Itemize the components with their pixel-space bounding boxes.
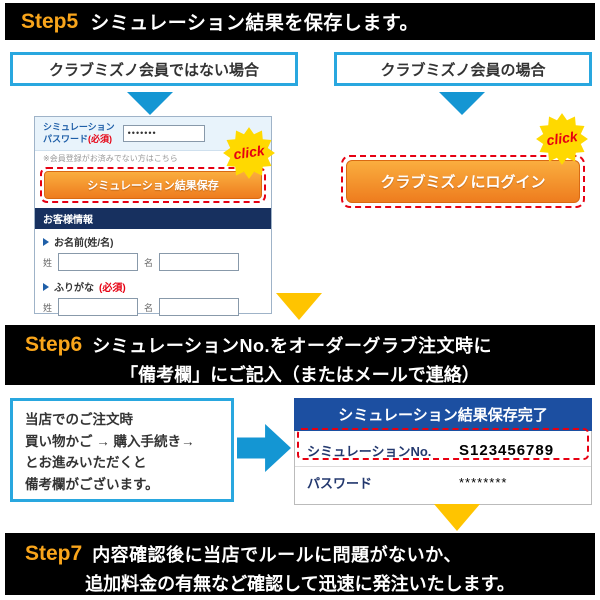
step7-title-line1: 内容確認後に当店でルールに問題がないか、 [92, 545, 462, 565]
click-burst-icon: click [222, 126, 276, 180]
click-burst-icon: click [535, 112, 589, 166]
simulation-no-label: シミュレーションNo. [307, 444, 432, 459]
chevron-right-icon [43, 282, 49, 291]
step7-title-line2: 追加料金の有無など確認して迅速に発注いたします。 [85, 574, 515, 594]
sei-label: 姓 [43, 257, 53, 268]
down-arrow-icon [127, 92, 173, 115]
furigana-required-mark: (必須) [99, 283, 126, 295]
order-instructions-box: 当店でのご注文時 買い物かご → 購入手続き→ とお進みいただくと 備考欄がござ… [10, 398, 234, 502]
password-label-line1: シミュレーション [43, 122, 115, 132]
step7-number: Step7 [25, 542, 83, 565]
branch-nonmember-box: クラブミズノ会員ではない場合 [10, 52, 298, 86]
note-line: 備考欄がございます。 [25, 476, 159, 492]
step7-bar: Step7 内容確認後に当店でルールに問題がないか、 追加料金の有無など確認して… [5, 533, 595, 595]
simulation-no-highlight [297, 428, 589, 460]
name-inputs-row: 姓 名 [35, 251, 271, 274]
result-header: シミュレーション結果保存完了 [294, 398, 592, 431]
club-mizuno-login-button[interactable]: クラブミズノにログイン [346, 160, 580, 203]
note-line: 当店でのご注文時 [25, 412, 133, 427]
step5-number: Step5 [21, 9, 79, 33]
name-sei-input[interactable] [58, 253, 139, 272]
password-label-line2: パスワード [43, 133, 89, 144]
right-arrow-icon [237, 424, 291, 472]
down-arrow-icon [434, 504, 480, 531]
step6-number: Step6 [25, 333, 83, 356]
password-result-value: ******** [459, 475, 508, 490]
save-button-highlight: シミュレーション結果保存 [40, 167, 266, 204]
mei-label: 名 [144, 257, 154, 268]
furigana-inputs-row: 姓 名 [35, 296, 271, 319]
password-required-mark: (必須) [88, 133, 113, 144]
name-field-label-row: お名前(姓/名) [35, 229, 271, 251]
down-arrow-icon [276, 293, 322, 320]
password-row: シミュレーション パスワード(必須) ••••••• [35, 117, 271, 152]
sei-label: 姓 [43, 302, 53, 313]
step7-line1: Step7 内容確認後に当店でルールに問題がないか、 [5, 541, 595, 567]
password-label: シミュレーション パスワード(必須) [43, 122, 115, 145]
down-arrow-icon [439, 92, 485, 115]
step6-title-line2: 「備考欄」にご記入（またはメールで連絡） [120, 365, 480, 385]
result-body: シミュレーションNo. S123456789 パスワード ******** [294, 431, 592, 505]
branch-nonmember-label: クラブミズノ会員ではない場合 [48, 61, 259, 79]
mei-label: 名 [144, 302, 154, 313]
step6-bar: Step6 シミュレーションNo.をオーダーグラブ注文時に 「備考欄」にご記入（… [5, 325, 595, 385]
branch-member-label: クラブミズノ会員の場合 [380, 61, 546, 79]
password-input[interactable]: ••••••• [122, 125, 205, 143]
branch-member-box: クラブミズノ会員の場合 [334, 52, 592, 86]
note-line: 買い物かご → 購入手続き→ [25, 433, 195, 449]
simulation-no-row: シミュレーションNo. S123456789 [295, 435, 591, 466]
furigana-mei-input[interactable] [159, 298, 240, 317]
note-line: とお進みいただくと [25, 455, 147, 471]
step5-bar: Step5 シミュレーション結果を保存します。 [5, 3, 595, 40]
name-field-label: お名前(姓/名) [54, 238, 114, 250]
save-result-button[interactable]: シミュレーション結果保存 [44, 171, 262, 200]
step5-title: シミュレーション結果を保存します。 [90, 13, 420, 34]
login-button-highlight: クラブミズノにログイン [341, 155, 585, 208]
chevron-right-icon [43, 237, 49, 246]
furigana-sei-input[interactable] [58, 298, 139, 317]
furigana-field-label: ふりがな [54, 283, 94, 295]
password-note: ※会員登録がお済みでない方はこちら [43, 154, 178, 164]
name-mei-input[interactable] [159, 253, 240, 272]
furigana-field-label-row: ふりがな (必須) [35, 274, 271, 296]
password-result-row: パスワード ******** [295, 466, 591, 498]
step6-line1: Step6 シミュレーションNo.をオーダーグラブ注文時に [5, 332, 595, 358]
result-saved-screenshot: シミュレーション結果保存完了 シミュレーションNo. S123456789 パス… [294, 398, 592, 505]
customer-info-header: お客様情報 [35, 208, 271, 230]
password-result-label: パスワード [307, 476, 373, 491]
step6-title-line1: シミュレーションNo.をオーダーグラブ注文時に [92, 336, 492, 356]
simulation-no-value: S123456789 [459, 442, 555, 459]
